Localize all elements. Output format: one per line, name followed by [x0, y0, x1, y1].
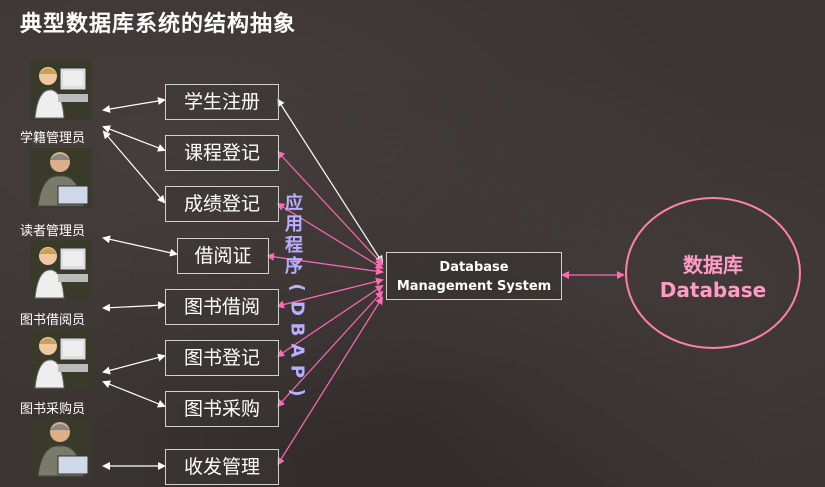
- role-label: 读者管理员: [20, 224, 86, 239]
- app-label-char: 用: [285, 214, 303, 235]
- database-ellipse: 数据库 Database: [625, 197, 801, 349]
- person-icon: [30, 240, 92, 300]
- role-app-line: [102, 125, 166, 152]
- app-label-char: ): [286, 388, 308, 397]
- app-box-student-registration: 学生注册: [165, 84, 279, 120]
- dbms-line2: Management System: [396, 279, 552, 294]
- role-app-line: [102, 301, 166, 312]
- app-label-char: 应: [285, 193, 303, 214]
- role-app-line: [102, 130, 166, 204]
- role-app-line: [102, 235, 178, 257]
- app-box-book-borrowing: 图书借阅: [165, 289, 279, 325]
- app-dbms-line: [266, 252, 384, 276]
- app-label-char: 序: [285, 256, 303, 277]
- app-box-course-registration: 课程登记: [165, 135, 279, 171]
- role-label: 图书借阅员: [20, 313, 86, 328]
- role-app-line: [102, 353, 166, 375]
- app-dbms-line: [276, 296, 384, 466]
- person-icon: [30, 418, 92, 478]
- person-icon: [30, 148, 92, 208]
- app-box-grade-registration: 成绩登记: [165, 186, 279, 222]
- app-box-book-registration: 图书登记: [165, 340, 279, 376]
- role-label: 学籍管理员: [20, 131, 86, 146]
- role-label: 图书采购员: [20, 402, 86, 417]
- role-app-line: [102, 380, 166, 408]
- app-label-char: 程: [285, 235, 303, 256]
- person-icon: [30, 60, 92, 120]
- person-icon: [30, 330, 92, 390]
- database-label-en: Database: [659, 278, 767, 302]
- role-app-line: [102, 97, 166, 113]
- page-title: 典型数据库系统的结构抽象: [20, 12, 297, 37]
- app-box-library-card: 借阅证: [177, 238, 269, 274]
- app-box-dispatch-management: 收发管理: [165, 449, 279, 485]
- application-program-label: 应 用 程 序 ( D B A P ): [285, 193, 309, 403]
- dbms-box: Database Management System: [386, 252, 562, 300]
- database-label-zh: 数据库: [683, 253, 743, 277]
- app-box-book-purchasing: 图书采购: [165, 391, 279, 427]
- dbms-line1: Database: [439, 260, 509, 275]
